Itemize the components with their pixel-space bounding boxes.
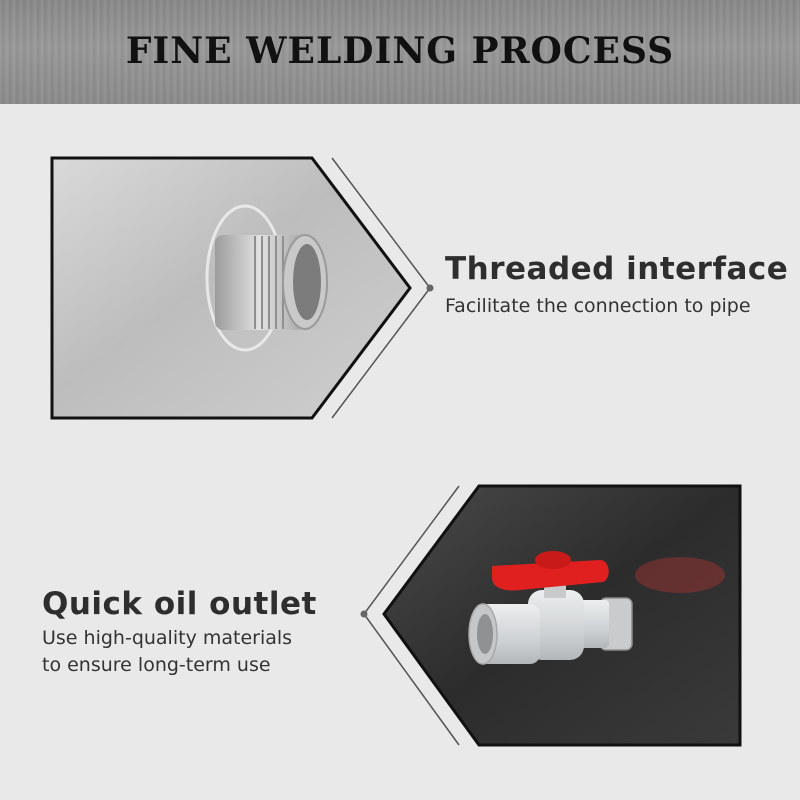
oil-outlet-heading: Quick oil outlet [42,586,317,622]
threaded-interface-description: Facilitate the connection to pipe [445,295,751,317]
oil-outlet-panel [360,484,742,747]
threaded-pipe-fitting-icon [205,204,328,352]
oil-outlet-description-line-1: Use high-quality materials [42,627,293,649]
oil-outlet-description-line-2: to ensure long-term use [42,654,271,676]
threaded-interface-panel [50,156,434,420]
header-banner [0,0,800,104]
ball-valve-icon [468,551,633,665]
page-title: FINE WELDING PROCESS [125,30,675,72]
threaded-interface-heading: Threaded interface [445,251,789,287]
